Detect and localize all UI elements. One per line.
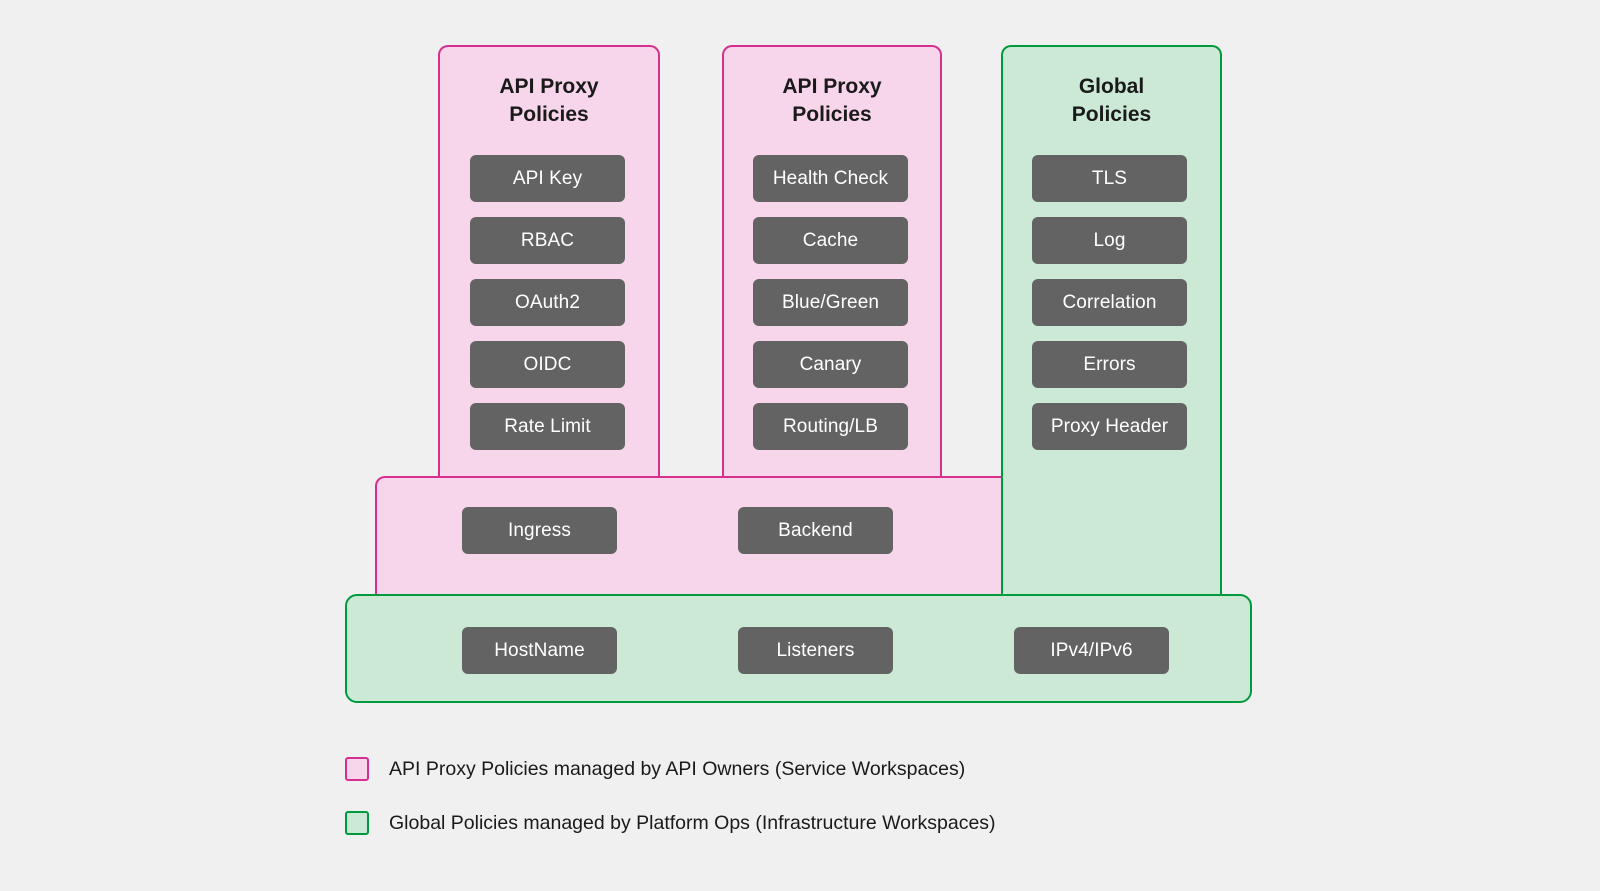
chip-errors: Errors <box>1032 341 1187 388</box>
legend-label-api-proxy: API Proxy Policies managed by API Owners… <box>389 757 966 780</box>
chip-blue-green: Blue/Green <box>753 279 908 326</box>
chip-oidc: OIDC <box>470 341 625 388</box>
chip-health-check: Health Check <box>753 155 908 202</box>
chip-correlation: Correlation <box>1032 279 1187 326</box>
chip-proxy-header: Proxy Header <box>1032 403 1187 450</box>
chip-hostname: HostName <box>462 627 617 674</box>
column-api-proxy-policies-left: API Proxy Policies API Key RBAC OAuth2 O… <box>438 45 660 476</box>
legend-swatch-api-proxy-icon <box>345 757 369 781</box>
chip-routing-lb: Routing/LB <box>753 403 908 450</box>
chip-listeners: Listeners <box>738 627 893 674</box>
legend-row-api-proxy: API Proxy Policies managed by API Owners… <box>345 748 996 790</box>
legend: API Proxy Policies managed by API Owners… <box>345 748 996 844</box>
chip-backend: Backend <box>738 507 893 554</box>
chip-tls: TLS <box>1032 155 1187 202</box>
global-base-tray: HostName Listeners IPv4/IPv6 <box>345 594 1252 703</box>
chip-ipv4-ipv6: IPv4/IPv6 <box>1014 627 1169 674</box>
chip-oauth2: OAuth2 <box>470 279 625 326</box>
chip-rbac: RBAC <box>470 217 625 264</box>
api-proxy-shared-tray: Ingress Backend <box>375 476 1001 594</box>
legend-swatch-global-icon <box>345 811 369 835</box>
legend-label-global: Global Policies managed by Platform Ops … <box>389 811 996 834</box>
column-global-policies: Global Policies TLS Log Correlation Erro… <box>1001 45 1222 594</box>
column-title: API Proxy Policies <box>782 75 882 126</box>
column-title: API Proxy Policies <box>499 75 599 126</box>
chip-log: Log <box>1032 217 1187 264</box>
legend-row-global: Global Policies managed by Platform Ops … <box>345 802 996 844</box>
column-title: Global Policies <box>1071 75 1152 126</box>
chip-api-key: API Key <box>470 155 625 202</box>
chip-cache: Cache <box>753 217 908 264</box>
chip-canary: Canary <box>753 341 908 388</box>
chip-rate-limit: Rate Limit <box>470 403 625 450</box>
column-api-proxy-policies-right: API Proxy Policies Health Check Cache Bl… <box>722 45 942 476</box>
chip-ingress: Ingress <box>462 507 617 554</box>
